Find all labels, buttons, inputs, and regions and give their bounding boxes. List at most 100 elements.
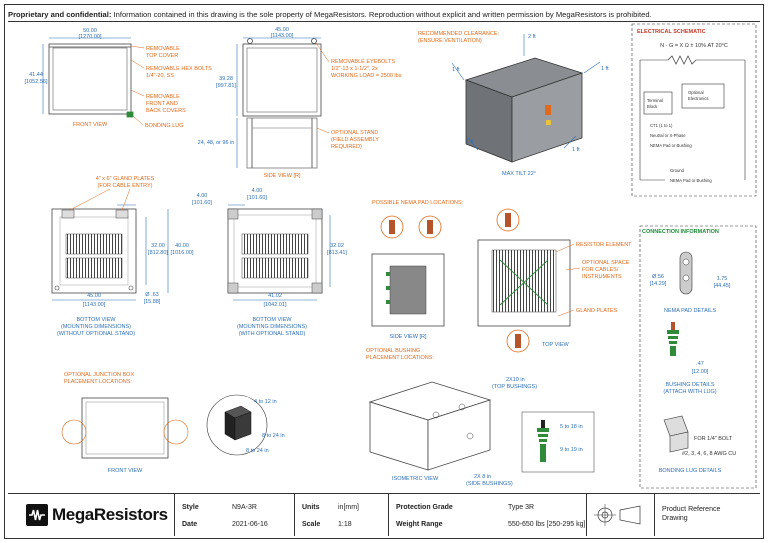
- protection-value: Type 3R: [508, 504, 535, 511]
- bottom1-caption-3: (WITHOUT OPTIONAL STAND): [57, 331, 135, 337]
- bottom1-dim-w-mm: [1143.00]: [83, 302, 106, 308]
- isometric-enclosure: [464, 57, 584, 163]
- stand-foot: [311, 282, 323, 294]
- bottom1-dim-top: 4.00: [197, 193, 208, 199]
- callout-hex-2: 1/4"-20, SS: [146, 73, 174, 79]
- nema-d1-mm: [14.29]: [650, 281, 667, 287]
- clearance-right: 1 ft: [601, 66, 609, 72]
- nema-pad-locations: POSSIBLE NEMA PAD LOCATIONS: SIDE VIEW […: [371, 200, 632, 353]
- front-view-enclosure: [48, 43, 132, 115]
- bushing-top-2: (TOP BUSHINGS): [492, 384, 537, 390]
- bushing-top-1: 2X10 in: [506, 377, 525, 383]
- notice-text: Information contained in this drawing is…: [111, 10, 652, 19]
- projection-symbol-icon: [594, 504, 641, 526]
- junction-title-1: OPTIONAL JUNCTION BOX: [64, 372, 134, 378]
- stand-foot: [227, 208, 239, 220]
- mounting-hole: [54, 285, 60, 291]
- bottom1-dim-hole-mm: [15.88]: [144, 299, 161, 305]
- side-view-caption: SIDE VIEW [R]: [264, 173, 301, 179]
- callout-front-back-1: REMOVABLE: [146, 94, 180, 100]
- bottom1-dim-h-mm: [812.80]: [148, 250, 168, 256]
- junction-d2: 8 to 24 in: [262, 433, 285, 439]
- bottom1-dim-w: 45.00: [87, 293, 101, 299]
- callout-clearance-1: RECOMMENDED CLEARANCE:: [418, 31, 499, 37]
- junction-d3: 8 to 24 in: [246, 448, 269, 454]
- callout-stand-3: REQUIRED): [331, 144, 362, 150]
- terminal-block-box: [643, 91, 673, 115]
- schematic-ground: Ground: [670, 168, 685, 173]
- bottom2-dim-h: 32.02: [330, 243, 344, 249]
- bushing-title-2: PLACEMENT LOCATIONS:: [366, 355, 434, 361]
- bushing-d: .47: [696, 361, 704, 367]
- resistor-bank: [65, 233, 123, 255]
- front-dim-height: 41.44: [29, 72, 43, 78]
- bonding-lug-detail-icon: [663, 415, 689, 453]
- lug-bolt: FOR 1/4" BOLT: [694, 436, 733, 442]
- copper-pad-icon: [505, 213, 511, 227]
- callout-gland-2: (FOR CABLE ENTRY): [98, 183, 153, 189]
- bushing-side-2: (SIDE BUSHINGS): [466, 481, 513, 487]
- callout-clearance-2: (ENSURE VENTILATION): [418, 38, 482, 44]
- side-view-enclosure: [242, 43, 322, 117]
- optional-electronics-1: Optional: [688, 90, 704, 95]
- callout-front-back-3: BACK COVERS: [146, 108, 186, 114]
- callout-eyebolts-3: WORKING LOAD = 2500 lbs: [331, 73, 402, 79]
- schematic-neutral: Neutral or X-Phase: [650, 133, 686, 138]
- warning-label: [545, 105, 551, 115]
- bottom1-caption-1: BOTTOM VIEW: [76, 317, 116, 323]
- callout-front-back-2: FRONT AND: [146, 101, 178, 107]
- callout-eyebolts-1: REMOVABLE EYEBOLTS: [331, 59, 395, 65]
- gland-plate: [115, 209, 129, 219]
- bushing-caption-1: BUSHING DETAILS: [665, 382, 714, 388]
- eyebolt-icon: [311, 38, 317, 44]
- optional-electronics-2: Electronics: [688, 96, 708, 101]
- connection-title: CONNECTION INFORMATION: [642, 229, 719, 235]
- copper-pad-icon: [515, 334, 521, 348]
- bushing-title-1: OPTIONAL BUSHING: [366, 348, 420, 354]
- callout-eyebolts-2: 1/2"-13 x 1-1/2", 2x: [331, 66, 378, 72]
- resistor-bank: [241, 233, 309, 255]
- clearance-back: 1 ft: [572, 147, 580, 153]
- bottom2-dim-w-mm: [1042.01]: [264, 302, 287, 308]
- front-view-caption: FRONT VIEW: [73, 122, 108, 128]
- resistor-bank: [65, 257, 123, 279]
- nema-d2: 1.75: [717, 276, 728, 282]
- reference-line-2: Drawing: [662, 515, 688, 522]
- junction-front-view: [81, 397, 169, 459]
- bottom1-caption-2: (MOUNTING DIMENSIONS): [61, 324, 131, 330]
- resistor-logo-icon: [26, 504, 48, 526]
- bottom2-caption-3: (WITH OPTIONAL STAND): [239, 331, 306, 337]
- bushing-d2: 9 to 19 in: [560, 447, 583, 453]
- junction-box-placement: OPTIONAL JUNCTION BOX PLACEMENT LOCATION…: [61, 372, 285, 474]
- front-dim-height-mm: [1052.56]: [25, 79, 48, 85]
- lug-awg: #2, 3, 4, 6, 8 AWG CU: [682, 451, 736, 457]
- units-label: Units: [302, 504, 320, 511]
- bushing-detail-box: [521, 411, 595, 473]
- bushing-caption-2: (ATTACH WITH LUG): [663, 389, 716, 395]
- mounting-hole: [128, 285, 134, 291]
- nema-pad-detail-icon: [679, 251, 693, 295]
- bottom1-dim-hole: Ø .63: [145, 292, 158, 298]
- bottom-view-without-stand: [51, 208, 137, 294]
- bottom2-dim-top-mm: [101.60]: [247, 195, 267, 201]
- callout-hex-1: REMOVABLE HEX BOLTS: [146, 66, 212, 72]
- junction-location: [61, 419, 87, 445]
- bottom1-dim-top-mm: [101.60]: [192, 200, 212, 206]
- date-label: Date: [182, 521, 198, 528]
- drawing-sheet: [4, 4, 764, 539]
- schematic-ct: CT1 (1 to 1): [650, 123, 673, 128]
- front-view: [48, 43, 134, 118]
- bushing-d1: 5 to 18 in: [560, 424, 583, 430]
- bottom2-dim-w: 41.02: [268, 293, 282, 299]
- style-value: N9A-3R: [232, 504, 257, 511]
- gland-plate: [61, 209, 75, 219]
- side-dim-width-mm: [1143.00]: [271, 33, 294, 39]
- stand-foot: [311, 208, 323, 220]
- side-dim-height: 39.28: [219, 76, 233, 82]
- front-view-panel: [52, 47, 128, 111]
- side-view: [242, 38, 322, 169]
- isometric-caption: ISOMETRIC VIEW: [392, 476, 439, 482]
- callout-stand-2: (FIELD ASSEMBLY: [331, 137, 379, 143]
- clearance-left: 1 ft: [452, 67, 460, 73]
